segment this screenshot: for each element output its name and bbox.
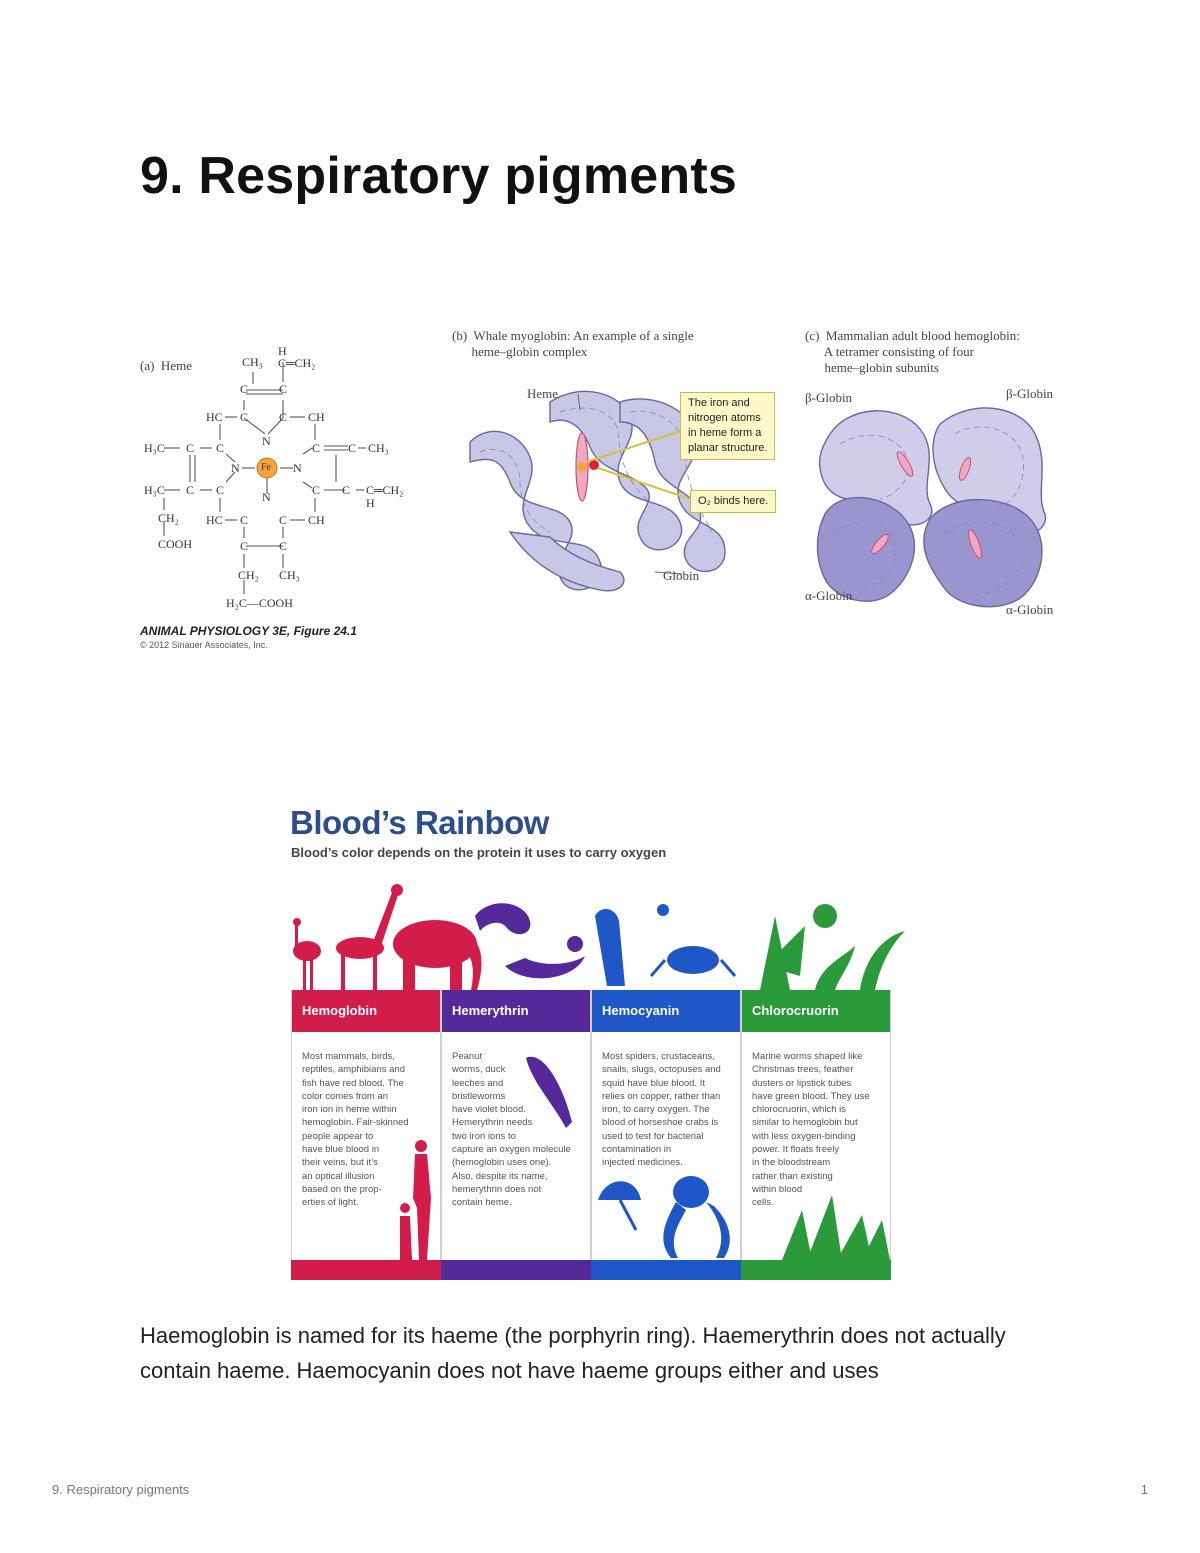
atom-n-top: N — [262, 434, 271, 448]
heme-structure-bonds — [163, 362, 366, 594]
hemocyanin-animals-silhouette — [595, 904, 737, 986]
atom-fe: Fe — [261, 462, 271, 473]
atom-c-10: C — [216, 483, 225, 497]
beta-globin-right-label: β-Globin — [1006, 386, 1054, 401]
atom-ch2-bottom: CH₂ — [238, 568, 259, 582]
atom-vinyl-right: C═CH₂ — [366, 483, 404, 497]
heme-label: Heme — [527, 386, 559, 401]
atom-c-6: C — [216, 441, 225, 455]
iron-atom-circle — [256, 457, 278, 479]
atom-c-14: C — [279, 513, 288, 527]
chlorocruorin-description: Marine worms shaped like Christmas trees… — [752, 1051, 870, 1209]
atom-c-1: C — [240, 382, 249, 396]
atom-n-bottom: N — [262, 490, 271, 504]
page-number: 1 — [1140, 1482, 1148, 1497]
peanut-worm-silhouette — [526, 1056, 572, 1128]
atom-c-9: C — [186, 483, 195, 497]
atom-cooh-left: COOH — [158, 537, 193, 551]
atom-c-2: C — [279, 382, 288, 396]
footer-title: 9. Respiratory pigments — [52, 1482, 190, 1497]
atom-n-left: N — [231, 461, 240, 475]
atom-ch2-left: CH₂ — [158, 511, 179, 525]
hemocyanin-description: Most spiders, crustaceans, snails, slugs… — [602, 1051, 721, 1169]
people-silhouette — [400, 1140, 431, 1260]
hemocyanin-column: Hemocyanin Most spiders, crustaceans, sn… — [591, 990, 741, 1280]
hemocyanin-color-bar — [591, 1260, 741, 1280]
atom-h-top: H — [278, 344, 287, 358]
atom-n-right: N — [293, 461, 302, 475]
figure-credit-title: ANIMAL PHYSIOLOGY 3E, Figure 24.1 — [140, 624, 357, 638]
hemocyanin-heading: Hemocyanin — [592, 990, 740, 1032]
chlorocruorin-heading: Chlorocruorin — [742, 990, 890, 1032]
atom-c-15: C — [240, 539, 249, 553]
hemerythrin-description: Peanut worms, duck leeches and bristlewo… — [452, 1051, 571, 1209]
atom-c-12: C — [342, 483, 351, 497]
hemoglobin-column: Hemoglobin Most mammals, birds, reptiles… — [291, 990, 441, 1280]
panel-b-label: (b) Whale myoglobin: An example of a sin… — [452, 328, 694, 359]
atom-c-11: C — [312, 483, 321, 497]
atom-c-7: C — [312, 441, 321, 455]
panel-a-label: (a) Heme — [140, 358, 192, 373]
atom-ch3-bottom: CH₃ — [279, 568, 300, 582]
hemerythrin-column: Hemerythrin Peanut worms, duck leeches a… — [441, 990, 591, 1280]
figure-credit-copyright: © 2012 Sinauer Associates, Inc. — [140, 640, 268, 650]
atom-c-16: C — [279, 539, 288, 553]
body-paragraph: Haemoglobin is named for its haeme (the … — [140, 1323, 1006, 1383]
atom-vinyl-top: C═CH₂ — [278, 356, 316, 370]
heme-figure: (a) Heme — [140, 322, 1065, 652]
alpha-globin-left-label: α-Globin — [805, 588, 853, 603]
chlorocruorin-color-bar — [741, 1260, 891, 1280]
hemoglobin-color-bar — [291, 1260, 441, 1280]
hemoglobin-animals-silhouette — [293, 884, 482, 990]
beta-globin-left-label: β-Globin — [805, 390, 853, 405]
alpha-globin-right-label: α-Globin — [1006, 602, 1054, 617]
chlorocruorin-column: Chlorocruorin Marine worms shaped like C… — [741, 990, 891, 1280]
hemoglobin-description: Most mammals, birds, reptiles, amphibian… — [302, 1051, 409, 1209]
marine-worm-silhouette — [782, 1195, 890, 1260]
atom-h2c-cooh: H₂C—COOH — [226, 596, 293, 610]
page-title: 9. Respiratory pigments — [140, 147, 737, 205]
horseshoe-crab-octopus-silhouette — [598, 1176, 730, 1258]
myoglobin-illustration — [469, 390, 726, 592]
atom-ch3-top: CH₃ — [242, 355, 263, 369]
hemerythrin-animals-silhouette — [475, 903, 585, 979]
rainbow-subtitle: Blood’s color depends on the protein it … — [291, 845, 667, 860]
atom-hc-top: HC — [206, 410, 223, 424]
atom-c-4: C — [279, 410, 288, 424]
atom-c-8: C — [348, 441, 357, 455]
animal-silhouettes — [293, 884, 905, 990]
globin-label: Globin — [663, 568, 700, 583]
atom-hc-bottom: HC — [206, 513, 223, 527]
atom-h3c-left: H₃C — [144, 441, 165, 455]
atom-c-13: C — [240, 513, 249, 527]
panel-c-label: (c) Mammalian adult blood hemoglobin: A … — [805, 328, 1020, 375]
atom-ch3-right: CH₃ — [368, 441, 389, 455]
bloods-rainbow-infographic: Blood’s Rainbow Blood’s color depends on… — [285, 800, 913, 1285]
atom-c-5: C — [186, 441, 195, 455]
callout-iron-planar: The iron and nitrogen atoms in heme form… — [680, 392, 776, 460]
atom-ch-bottom: CH — [308, 513, 325, 527]
chlorocruorin-animals-silhouette — [760, 904, 905, 990]
hemoglobin-illustration — [816, 407, 1047, 608]
hemerythrin-color-bar — [441, 1260, 591, 1280]
rainbow-title: Blood’s Rainbow — [290, 804, 549, 841]
callout-o2-binding: O₂ binds here. — [690, 490, 777, 513]
atom-h3c-left-2: H₃C — [144, 483, 165, 497]
atom-ch-top: CH — [308, 410, 325, 424]
atom-c-3: C — [240, 410, 249, 424]
atom-h-right: H — [366, 496, 375, 510]
hemerythrin-heading: Hemerythrin — [442, 990, 590, 1032]
hemoglobin-heading: Hemoglobin — [292, 990, 440, 1032]
